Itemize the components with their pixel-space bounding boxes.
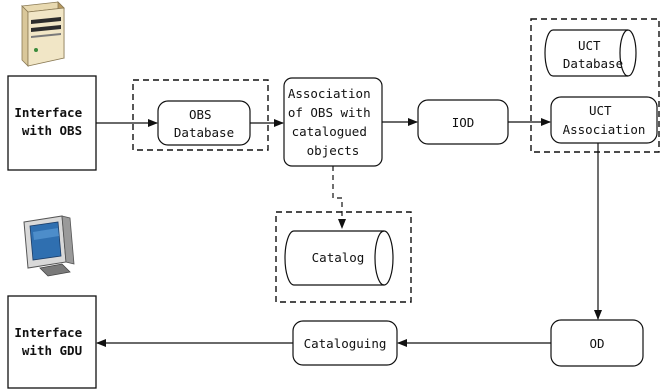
catalog-cylinder (284, 230, 394, 286)
arrow-association-to-catalog (332, 166, 346, 229)
uct-database-label: UCT Database (563, 38, 623, 71)
uct-group-box (530, 18, 660, 153)
interface-obs-label: Interface with OBS (14, 105, 89, 138)
uct-association-label: UCT Association (563, 103, 646, 137)
catalog-label: Catalog (312, 250, 365, 265)
obs-database-label: OBS Database (174, 107, 234, 140)
iod-label: IOD (452, 115, 475, 130)
monitor-icon (23, 215, 75, 277)
obs-group-box (132, 79, 269, 151)
association-label: Association of OBS with catalogued objec… (288, 86, 378, 158)
cataloguing-label: Cataloguing (304, 336, 387, 351)
interface-obs-box (7, 75, 97, 171)
od-label: OD (589, 336, 604, 351)
catalog-group-box (275, 211, 412, 303)
uct-association-box (550, 96, 658, 144)
server-icon (21, 1, 65, 67)
uct-database-cylinder (544, 29, 637, 77)
interface-gdu-box (7, 295, 97, 389)
interface-gdu-label: Interface with GDU (14, 325, 89, 358)
